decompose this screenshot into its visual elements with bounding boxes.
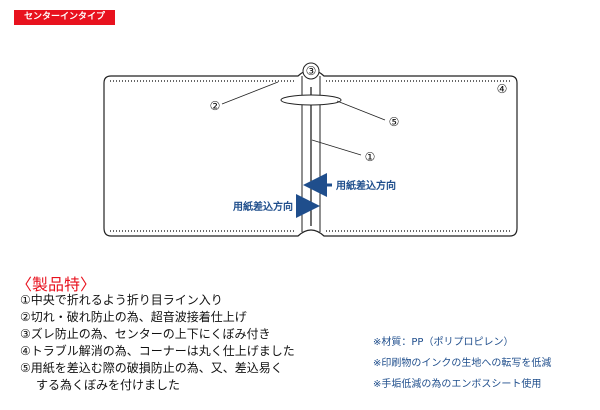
holder-diagram: ③ ② ④ ⑤ ① 用紙差込方向 用紙差込方向 <box>103 62 518 237</box>
leader-1 <box>311 139 362 156</box>
center-notch-marker <box>302 62 320 80</box>
type-tag: センターインタイプ <box>14 10 116 25</box>
note-ink-transfer: ※印刷物のインクの生地への転写を低減 <box>373 358 552 369</box>
callout-3: ③ <box>306 64 317 78</box>
feature-item: ①中央で折れるよう折り目ライン入り <box>20 293 223 307</box>
feature-item: ⑤用紙を差込む際の破損防止の為、又、差込易く <box>20 361 283 375</box>
insert-label-left: 用紙差込方向 <box>232 200 293 213</box>
callout-5: ⑤ <box>389 115 400 129</box>
holder-outline <box>103 69 518 237</box>
feature-item: ③ズレ防止の為、センターの上下にくぼみ付き <box>20 327 271 341</box>
insert-label-right: 用紙差込方向 <box>335 179 396 192</box>
leader-2 <box>221 81 279 105</box>
leader-5 <box>336 100 386 121</box>
callout-1: ① <box>365 150 376 164</box>
callout-2: ② <box>210 99 221 113</box>
feature-item: ④トラブル解消の為、コーナーは丸く仕上げました <box>20 344 295 358</box>
callout-4: ④ <box>497 82 508 96</box>
feature-item-continuation: する為くぼみを付けました <box>36 378 181 392</box>
feature-item: ②切れ・破れ防止の為、超音波接着仕上げ <box>20 310 247 324</box>
insert-recess <box>280 94 342 106</box>
features-list: ①中央で折れるよう折り目ライン入り ②切れ・破れ防止の為、超音波接着仕上げ ③ズ… <box>20 292 295 394</box>
spec-notes: ※材質：PP（ポリプロピレン） ※印刷物のインクの生地への転写を低減 ※手垢低減… <box>373 332 551 395</box>
note-material: ※材質：PP（ポリプロピレン） <box>373 337 514 348</box>
note-emboss: ※手垢低減の為のエンボスシート使用 <box>373 379 542 390</box>
features-title: 〈製品特〉 <box>16 275 97 294</box>
